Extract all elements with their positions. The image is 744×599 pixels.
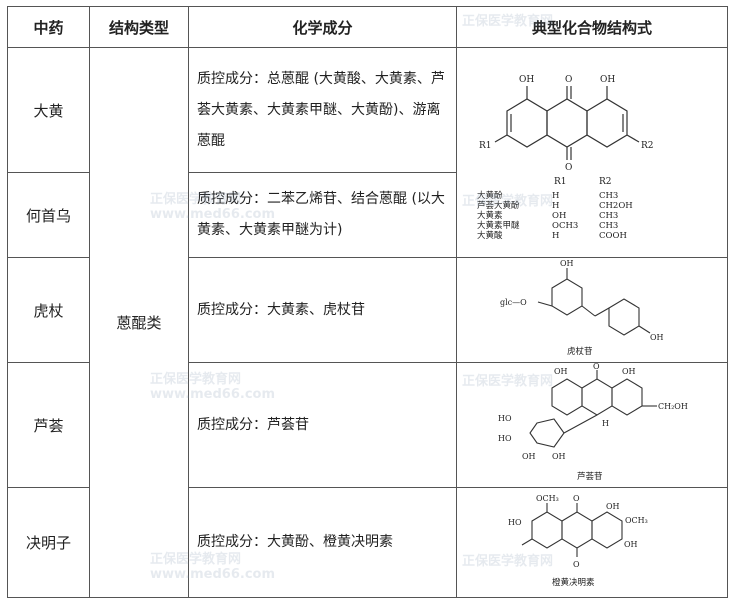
svg-text:glc—O: glc—O: [500, 298, 527, 307]
aloin-caption: 芦荟苷: [577, 471, 603, 482]
table-cell: H: [552, 231, 559, 241]
chem-components: 质控成分：总蒽醌 (大黄酸、大黄素、芦荟大黄素、大黄素甲醚、大黄酚)、游离蒽醌: [188, 47, 457, 173]
chem-components: 质控成分：大黄酚、橙黄决明素: [188, 487, 457, 598]
aurantio-obtusin-structure: OCH₃ O OH HO OCH₃ O OH 橙黄决明素: [456, 487, 728, 598]
svg-text:O: O: [593, 363, 600, 371]
svg-text:O: O: [573, 560, 580, 569]
herb-table: 中药 结构类型 化学成分 典型化合物结构式 大黄 蒽醌类 质控成分：总蒽醌 (大…: [7, 6, 728, 598]
svg-text:OH: OH: [606, 502, 620, 511]
svg-text:OH: OH: [600, 75, 615, 85]
table-cell: H: [552, 191, 559, 201]
svg-text:H: H: [602, 419, 609, 428]
table-cell: 大黄酸: [477, 230, 503, 241]
svg-text:OH: OH: [624, 540, 638, 549]
table-cell: 芦荟大黄酚: [477, 200, 520, 211]
table-cell: OH: [552, 211, 566, 221]
chem-components: 质控成分：大黄素、虎杖苷: [188, 257, 457, 363]
aurantio-obtusin-diagram: OCH₃ O OH HO OCH₃ O OH 橙黄决明素: [508, 494, 648, 588]
header-struct: 典型化合物结构式: [456, 6, 728, 48]
table-cell: CH2OH: [599, 201, 633, 211]
anthraquinone-diagram: OH O OH O R1 R2 R1 R2 大黄酚 H CH3 芦荟大黄酚 H CH…: [477, 75, 654, 241]
r1-label: R1: [479, 141, 492, 151]
polydatin-diagram: OH glc—O OH 虎杖苷: [500, 259, 664, 357]
svg-text:OH: OH: [519, 75, 534, 85]
svg-text:OCH₃: OCH₃: [625, 516, 648, 525]
chem-components: 质控成分：芦荟苷: [188, 362, 457, 488]
svg-text:OH: OH: [554, 367, 568, 376]
table-cell: CH3: [599, 211, 618, 221]
svg-text:O: O: [573, 494, 580, 503]
r2-label: R2: [641, 141, 654, 151]
chem-components: 质控成分：二苯乙烯苷、结合蒽醌 (以大黄素、大黄素甲醚为计): [188, 172, 457, 258]
svg-text:O: O: [565, 75, 572, 85]
svg-text:OH: OH: [552, 452, 566, 461]
table-cell: CH3: [599, 191, 618, 201]
table-row: 何首乌 质控成分：二苯乙烯苷、结合蒽醌 (以大黄素、大黄素甲醚为计): [7, 172, 728, 258]
svg-text:OH: OH: [560, 259, 574, 268]
table-row: 决明子 质控成分：大黄酚、橙黄决明素 OCH₃ O OH HO OCH₃: [7, 487, 728, 598]
table-row: 虎杖 质控成分：大黄素、虎杖苷 OH glc—O: [7, 257, 728, 363]
header-herb: 中药: [7, 6, 90, 48]
aloin-diagram: OH O OH CH₂OH H HO HO OH OH 芦荟苷: [498, 362, 688, 482]
svg-text:OH: OH: [622, 367, 636, 376]
anthraquinone-structure: OH O OH O R1 R2 R1 R2 大黄酚 H CH3 芦荟大黄酚 H CH…: [456, 47, 728, 258]
table-row: 大黄 蒽醌类 质控成分：总蒽醌 (大黄酸、大黄素、芦荟大黄素、大黄素甲醚、大黄酚…: [7, 47, 728, 598]
header-type: 结构类型: [89, 6, 189, 48]
table-cell: OCH3: [552, 221, 578, 231]
table-cell: 大黄素甲醚: [477, 220, 520, 231]
header-chem: 化学成分: [188, 6, 457, 48]
herb-name: 虎杖: [7, 257, 90, 363]
table-cell: 大黄素: [477, 210, 503, 221]
col-r2: R2: [599, 177, 612, 187]
col-r1: R1: [554, 177, 567, 187]
svg-text:OH: OH: [650, 333, 664, 342]
header-row: 中药 结构类型 化学成分 典型化合物结构式: [7, 6, 728, 48]
polydatin-structure: OH glc—O OH 虎杖苷: [456, 257, 728, 363]
table-cell: CH3: [599, 221, 618, 231]
herb-name: 大黄: [7, 47, 90, 173]
table-cell: 大黄酚: [477, 190, 503, 201]
herb-name: 芦荟: [7, 362, 90, 488]
aloin-structure: OH O OH CH₂OH H HO HO OH OH 芦荟苷: [456, 362, 728, 488]
svg-text:HO: HO: [498, 414, 512, 423]
herb-name: 何首乌: [7, 172, 90, 258]
svg-text:OCH₃: OCH₃: [536, 494, 559, 503]
svg-text:CH₂OH: CH₂OH: [658, 402, 688, 411]
herb-name: 决明子: [7, 487, 90, 598]
substituent-table: 大黄酚 H CH3 芦荟大黄酚 H CH2OH 大黄素 OH CH3 大黄素甲醚…: [477, 190, 633, 241]
svg-text:HO: HO: [508, 518, 522, 527]
aurantio-caption: 橙黄决明素: [552, 577, 595, 588]
polydatin-caption: 虎杖苷: [567, 346, 593, 357]
table-cell: H: [552, 201, 559, 211]
svg-text:HO: HO: [498, 434, 512, 443]
structure-type: 蒽醌类: [89, 47, 189, 598]
svg-text:O: O: [565, 163, 572, 173]
table-cell: COOH: [599, 231, 627, 241]
svg-text:OH: OH: [522, 452, 536, 461]
